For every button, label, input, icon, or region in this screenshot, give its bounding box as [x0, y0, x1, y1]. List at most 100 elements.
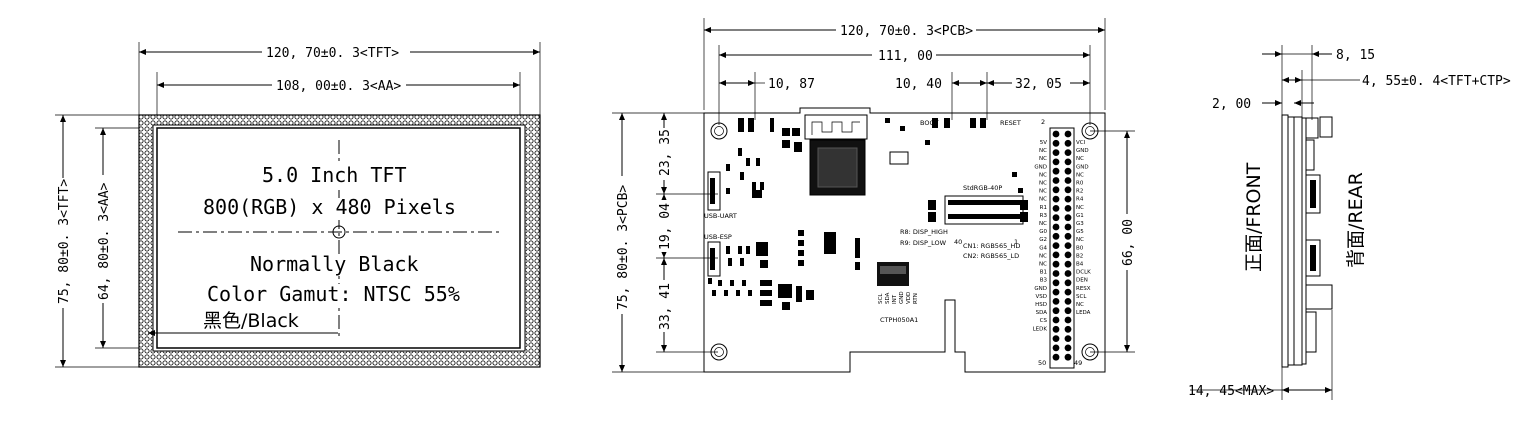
header-pin — [1064, 130, 1072, 138]
dim-455: 4, 55±0. 4<TFT+CTP> — [1362, 74, 1511, 89]
right-pin-labels: VCIGNDNCGNDNCR0R2R4NCG1G3G5NCB0B2B4DCLKD… — [1076, 140, 1091, 316]
usb-side — [1305, 239, 1321, 277]
header-pin — [1052, 177, 1060, 184]
dim-3205: 32, 05 — [1015, 77, 1062, 92]
mount-hole-inner — [714, 347, 724, 357]
component-side — [1305, 139, 1315, 171]
header-pin — [1064, 279, 1072, 287]
dim-1904: 19, 04 — [658, 203, 673, 250]
header-pin — [1052, 270, 1060, 277]
dim-height-aa: 64, 80±0. 3<AA> — [97, 182, 112, 300]
pin-label: G1 — [1076, 213, 1084, 219]
color-label: 黑色/Black — [203, 310, 299, 332]
pin-label: VCI — [1076, 140, 1086, 146]
ctp-glass-side — [1281, 114, 1289, 368]
usb-esp-label: USB-ESP — [704, 233, 732, 241]
mount-hole-inner — [1085, 347, 1095, 357]
pin-label: NC — [1039, 189, 1047, 195]
dim-width-aa: 108, 00±0. 3<AA> — [276, 79, 401, 94]
header-pin — [1064, 288, 1072, 296]
pin-label: B2 — [1076, 253, 1083, 259]
stdrgb-pins-top — [948, 200, 1020, 205]
header-pin — [1052, 223, 1060, 231]
header-pin — [1052, 130, 1060, 138]
esp-chip-core — [817, 147, 858, 188]
pin-label: G5 — [1076, 229, 1084, 235]
dim-6600: 66, 00 — [1121, 219, 1136, 266]
reset-label: RESET — [1000, 119, 1021, 127]
mount-hole — [710, 122, 728, 140]
pin-label: B4 — [1076, 262, 1084, 268]
header-pin — [1052, 214, 1060, 222]
ctp-pin: RTN — [913, 293, 919, 304]
header-pin — [1052, 288, 1060, 296]
dim-200: 2, 00 — [1212, 97, 1251, 112]
pin-label: B0 — [1076, 245, 1084, 251]
mount-hole — [710, 343, 728, 361]
front-view: 120, 70±0. 3<TFT> 108, 00±0. 3<AA> 75, 8… — [55, 42, 541, 368]
side-view: 8, 15 4, 55±0. 4<TFT+CTP> 2, 00 14, 45<M… — [1188, 45, 1511, 400]
header-pin — [1064, 139, 1072, 147]
pin-label: GND — [1076, 164, 1089, 170]
pin-label: R2 — [1076, 189, 1083, 195]
pin-label: G3 — [1076, 221, 1084, 227]
antenna-area — [804, 114, 868, 140]
pcb-side — [1301, 117, 1307, 365]
header-pin — [1052, 260, 1060, 268]
pin-label: NC — [1039, 253, 1047, 259]
header-pin — [1064, 270, 1072, 277]
header-pin — [1064, 214, 1072, 222]
dim-1445: 14, 45<MAX> — [1188, 384, 1274, 399]
header-pin — [1052, 325, 1060, 333]
usb-uart-plug — [710, 178, 715, 204]
header-pin — [1064, 325, 1072, 333]
header-pin — [1052, 232, 1060, 240]
header-pin — [1052, 242, 1060, 250]
header-pin — [1052, 316, 1060, 324]
ctp-pin: SDA — [885, 292, 891, 304]
front-line-1: 5.0 Inch TFT — [262, 163, 407, 187]
pin-label: HSD — [1035, 302, 1047, 308]
dim-width-pcb: 120, 70±0. 3<PCB> — [840, 24, 973, 39]
pin-label: NC — [1076, 302, 1084, 308]
pin-label: NC — [1039, 172, 1047, 178]
dim-3341: 33, 41 — [658, 283, 673, 330]
pin-label: 5V — [1040, 140, 1047, 146]
mount-hole — [1081, 122, 1099, 140]
header-pin — [1052, 149, 1060, 157]
pin-label: VSD — [1036, 294, 1048, 300]
pin-49-label: 49 — [1074, 359, 1082, 367]
header-pin — [1064, 158, 1072, 166]
header-pin — [1052, 195, 1060, 203]
header-pin — [1064, 251, 1072, 259]
ctp-connector-slot — [880, 266, 906, 274]
pin-label: G4 — [1039, 245, 1047, 251]
pin-label: NC — [1076, 205, 1084, 211]
header-pin — [1064, 242, 1072, 250]
pin-label: NC — [1076, 156, 1084, 162]
dim-111: 111, 00 — [878, 49, 933, 64]
mount-hole — [1081, 343, 1099, 361]
header-pin — [1052, 307, 1060, 315]
pin-header-pins — [1052, 130, 1072, 361]
pcb-outline — [703, 107, 1106, 373]
header-pin — [1052, 205, 1060, 212]
ctp-pin: GND — [899, 291, 905, 304]
pin-label: GND — [1034, 286, 1047, 292]
pin-label: LEDK — [1033, 326, 1048, 332]
header-pin — [1052, 298, 1060, 305]
dim-2335: 23, 35 — [658, 129, 673, 176]
header-pin — [1064, 353, 1072, 361]
ctp-pin: INT — [892, 294, 898, 304]
front-line-4: Color Gamut: NTSC 55% — [207, 282, 460, 306]
header-side — [1305, 284, 1333, 310]
pin-label: RESX — [1076, 286, 1091, 292]
usb-esp-plug — [710, 248, 715, 270]
r8-label: R8: DISP_HIGH — [900, 228, 948, 236]
header-pin — [1052, 158, 1060, 166]
cn1-label: CN1: RGB565_HD — [963, 242, 1020, 250]
header-pin — [1052, 344, 1060, 352]
pin-label: R4 — [1076, 197, 1084, 203]
antenna-trace — [811, 121, 860, 135]
rear-label: 背面/REAR — [1345, 172, 1367, 268]
